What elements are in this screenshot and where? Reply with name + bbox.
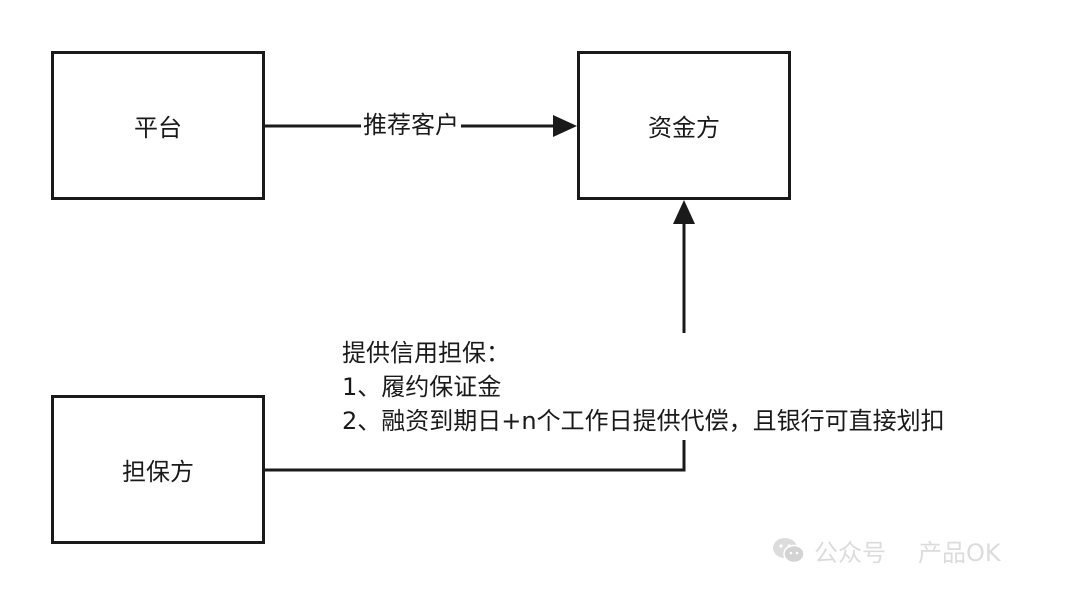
- node-platform: 平台: [51, 51, 265, 200]
- edge-guarantor-to-funder: [265, 200, 695, 472]
- watermark: 公众号 产品OK: [772, 533, 1001, 568]
- node-guarantor-label: 担保方: [122, 458, 194, 486]
- guarantee-note-title: 提供信用担保：: [342, 339, 510, 367]
- node-guarantor: 担保方: [51, 395, 265, 544]
- arrowhead-up-icon: [673, 200, 695, 224]
- node-platform-label: 平台: [134, 114, 182, 142]
- edge-line-lower: [265, 440, 686, 472]
- node-funder-label: 资金方: [648, 114, 720, 142]
- guarantee-note: 提供信用担保： 1、履约保证金 2、融资到期日+n个工作日提供代偿，且银行可直接…: [342, 336, 945, 438]
- arrowhead-right-icon: [553, 115, 577, 137]
- wechat-icon: [773, 537, 805, 563]
- node-funder: 资金方: [577, 51, 791, 200]
- watermark-account: 公众号: [814, 539, 886, 567]
- guarantee-note-item: 2、融资到期日+n个工作日提供代偿，且银行可直接划扣: [342, 407, 945, 435]
- watermark-name: 产品OK: [918, 539, 1001, 567]
- guarantee-note-item: 1、履约保证金: [342, 373, 502, 401]
- edge-label-recommend: 推荐客户: [361, 111, 461, 139]
